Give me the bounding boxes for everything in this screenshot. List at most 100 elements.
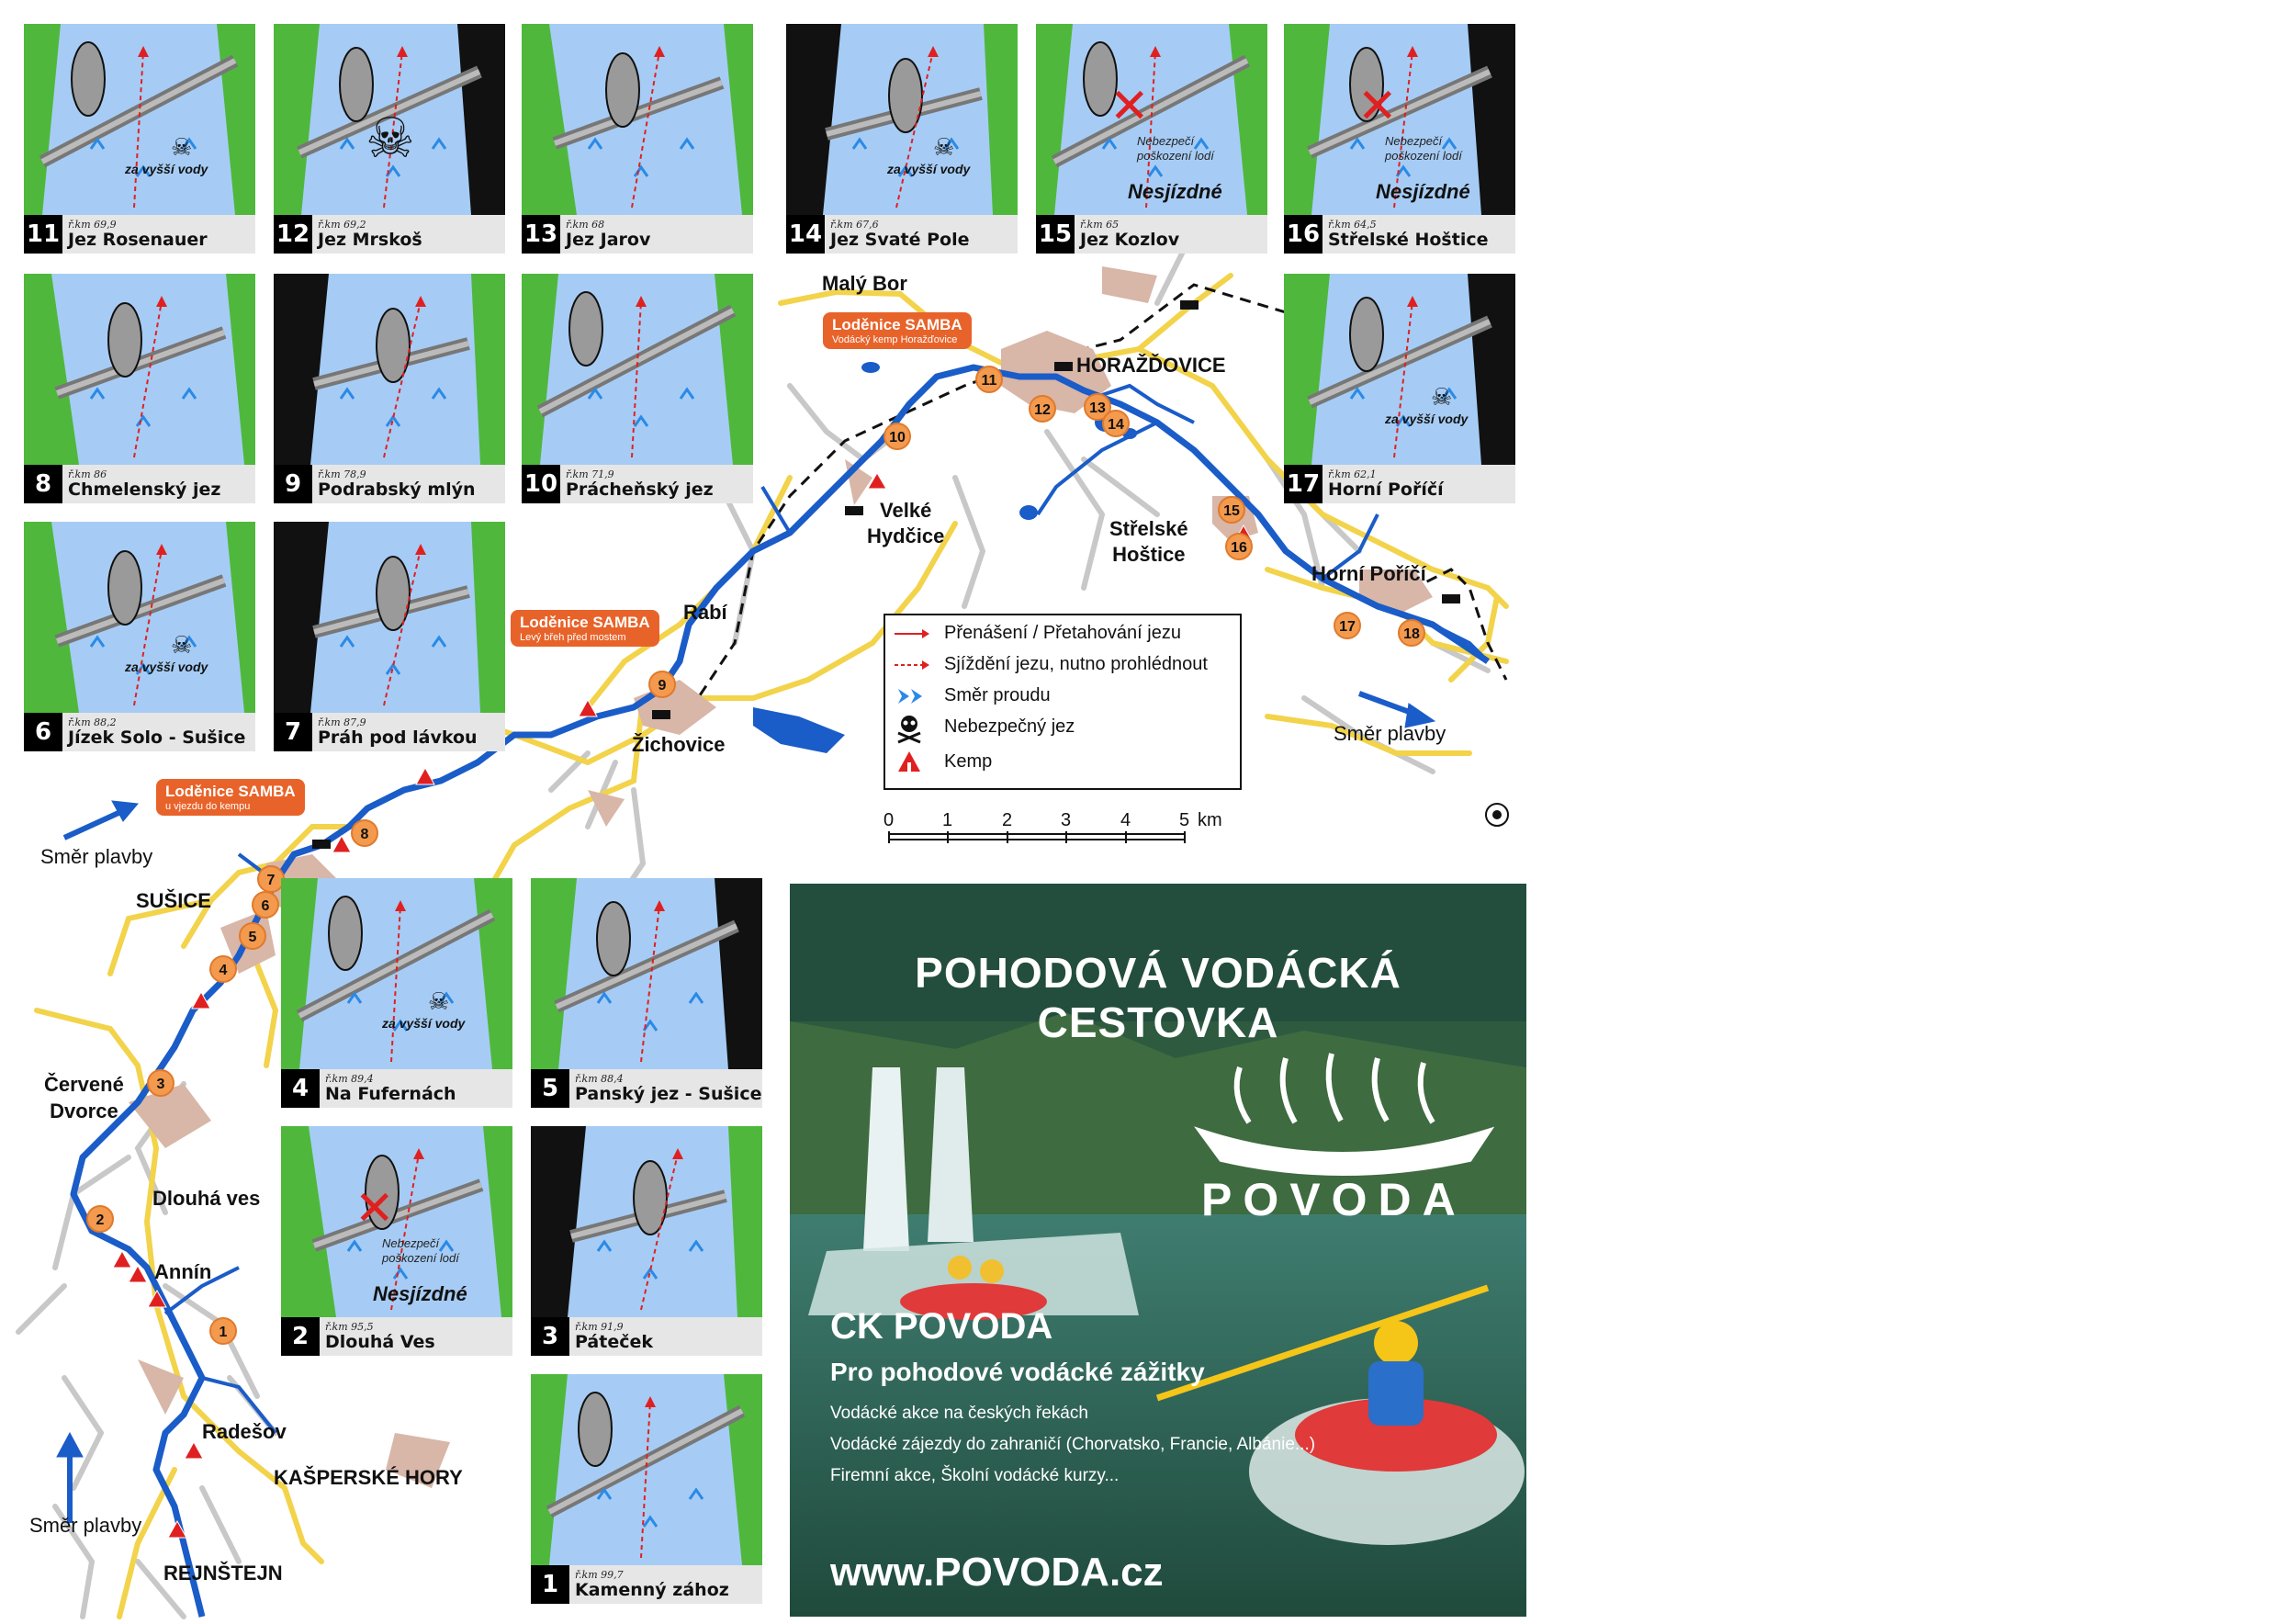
samba-rental-horazdovice[interactable]: Loděnice SAMBA Vodácký kemp Horažďovice bbox=[823, 312, 972, 349]
skull-icon bbox=[897, 716, 921, 744]
weir-sketch bbox=[274, 274, 505, 465]
legend-current: Směr proudu bbox=[944, 685, 1051, 705]
samba-rental-susice[interactable]: Loděnice SAMBA u vjezdu do kempu bbox=[156, 779, 305, 816]
weir-warning-detail: Nebezpečí poškození lodí bbox=[1137, 134, 1214, 163]
weir-note: za vyšší vody bbox=[125, 660, 208, 674]
weir-number: 10 bbox=[522, 465, 560, 503]
weir-diagram bbox=[531, 1374, 762, 1565]
advert-url[interactable]: www.POVODA.cz bbox=[830, 1550, 1164, 1595]
compass-icon bbox=[1485, 803, 1509, 827]
legend-danger: Nebezpečný jez bbox=[944, 716, 1075, 737]
weir-number: 15 bbox=[1036, 215, 1075, 254]
kayak-icon bbox=[900, 1256, 1497, 1472]
weir-marker-11[interactable]: 11 bbox=[975, 366, 1003, 393]
town-velke-hydcice: Velké Hydčice bbox=[867, 498, 944, 549]
weir-diagram bbox=[531, 1126, 762, 1317]
weir-marker-16[interactable]: 16 bbox=[1225, 533, 1253, 560]
canoe-logo-icon bbox=[1194, 1053, 1495, 1176]
weir-name: Jez Kozlov bbox=[1080, 230, 1180, 250]
samba-title: Loděnice SAMBA bbox=[520, 614, 650, 631]
weir-marker-2[interactable]: 2 bbox=[86, 1205, 114, 1233]
advert-brand: POVODA bbox=[1201, 1174, 1467, 1225]
weir-name: Střelské Hoštice bbox=[1328, 230, 1489, 250]
town-label-line: Dvorce bbox=[50, 1100, 118, 1122]
weir-warning-detail: Nebezpečí poškození lodí bbox=[1385, 134, 1462, 163]
weir-river-km: ř.km 68 bbox=[566, 219, 605, 231]
weir-number: 5 bbox=[531, 1069, 569, 1108]
carry-arrow-icon bbox=[895, 629, 929, 638]
weir-diagram: za vyšší vody☠ bbox=[1284, 274, 1515, 465]
weir-sketch bbox=[24, 24, 255, 215]
weir-marker-10[interactable]: 10 bbox=[884, 423, 911, 450]
weir-sketch bbox=[281, 1126, 512, 1317]
town-rabi: Rabí bbox=[683, 601, 727, 624]
scale-tick: 5 bbox=[1179, 810, 1190, 830]
skull-icon: ☠ bbox=[171, 632, 193, 660]
cross-icon: ✕ bbox=[1357, 79, 1398, 134]
weir-marker-15[interactable]: 15 bbox=[1218, 496, 1245, 524]
weir-river-km: ř.km 95,5 bbox=[325, 1321, 374, 1333]
weir-river-km: ř.km 88,4 bbox=[575, 1073, 624, 1085]
weir-note: za vyšší vody bbox=[1385, 412, 1469, 426]
weir-sketch bbox=[274, 24, 505, 215]
advert-bullet: Vodácké akce na českých řekách bbox=[830, 1404, 1088, 1423]
weir-marker-5[interactable]: 5 bbox=[239, 922, 266, 950]
advert-company: CK POVODA bbox=[830, 1306, 1053, 1347]
weir-marker-14[interactable]: 14 bbox=[1102, 410, 1130, 437]
weir-marker-6[interactable]: 6 bbox=[252, 891, 279, 919]
cross-icon: ✕ bbox=[355, 1181, 395, 1236]
weir-name: Prácheňský jez bbox=[566, 479, 714, 500]
scale-tick: 3 bbox=[1061, 810, 1072, 830]
current-icon bbox=[898, 689, 922, 704]
weir-marker-18[interactable]: 18 bbox=[1398, 619, 1425, 647]
skull-icon: ☠ bbox=[933, 134, 955, 162]
weir-marker-1[interactable]: 1 bbox=[209, 1317, 237, 1345]
slide-arrow-icon bbox=[895, 660, 929, 670]
weir-name: Dlouhá Ves bbox=[325, 1332, 435, 1352]
samba-rental-rabi[interactable]: Loděnice SAMBA Levý břeh před mostem bbox=[511, 610, 659, 647]
scale-unit: km bbox=[1198, 810, 1222, 830]
weir-marker-8[interactable]: 8 bbox=[351, 819, 378, 847]
skull-icon: ☠ bbox=[1431, 384, 1453, 412]
weir-marker-4[interactable]: 4 bbox=[209, 955, 237, 983]
weir-sketch bbox=[522, 24, 753, 215]
town-label-line: Červené bbox=[44, 1073, 124, 1096]
weir-river-km: ř.km 78,9 bbox=[318, 468, 366, 480]
weir-number: 8 bbox=[24, 465, 62, 503]
weir-river-km: ř.km 86 bbox=[68, 468, 107, 480]
weir-marker-17[interactable]: 17 bbox=[1334, 612, 1361, 639]
weir-river-km: ř.km 67,6 bbox=[830, 219, 879, 231]
weir-diagram: za vyšší vody☠ bbox=[281, 878, 512, 1069]
skull-icon: ☠ bbox=[171, 134, 193, 162]
weir-note: za vyšší vody bbox=[887, 162, 971, 176]
weir-marker-9[interactable]: 9 bbox=[648, 671, 676, 698]
weir-number: 12 bbox=[274, 215, 312, 254]
direction-label: Směr plavby bbox=[29, 1514, 142, 1537]
weir-marker-3[interactable]: 3 bbox=[147, 1069, 174, 1097]
weir-marker-12[interactable]: 12 bbox=[1029, 395, 1056, 423]
advert-photo-art bbox=[790, 1012, 1526, 1617]
